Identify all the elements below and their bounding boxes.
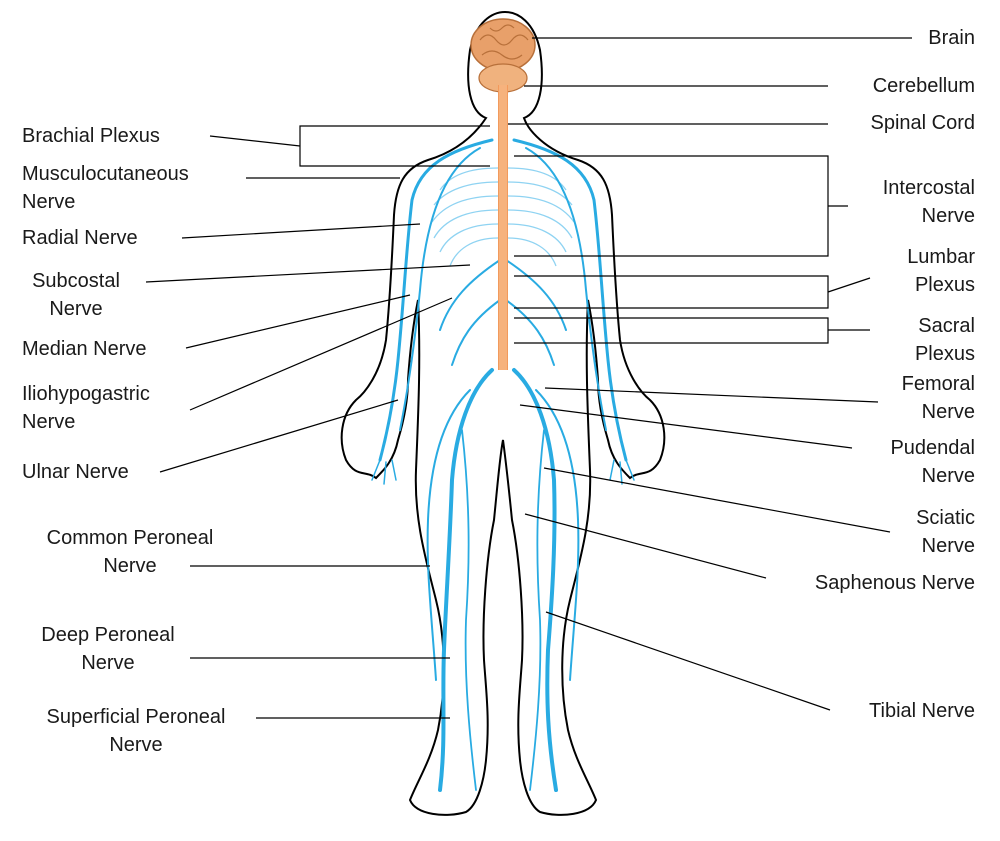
leader-brachial bbox=[209, 135, 301, 147]
label-radial-nerve: Radial Nerve bbox=[22, 227, 138, 249]
label-subcostal-nerve: Subcostal Nerve bbox=[32, 270, 120, 320]
label-spinal-cord: Spinal Cord bbox=[870, 112, 975, 134]
leader-saphenous bbox=[524, 513, 767, 579]
label-lumbar-plexus: Lumbar Plexus bbox=[907, 246, 975, 296]
leader-iliohypogastric bbox=[189, 297, 453, 411]
spinal-cord-core bbox=[499, 85, 507, 370]
label-pudendal-nerve: Pudendal Nerve bbox=[890, 437, 975, 487]
leader-radial bbox=[181, 223, 421, 239]
label-brachial-plexus: Brachial Plexus bbox=[22, 125, 160, 147]
label-saphenous-nerve: Saphenous Nerve bbox=[814, 572, 975, 594]
leader-median bbox=[185, 294, 411, 349]
leader-tibial bbox=[545, 611, 831, 711]
label-common-peroneal-nerve: Common Peroneal Nerve bbox=[46, 527, 214, 577]
label-sciatic-nerve: Sciatic Nerve bbox=[916, 507, 975, 557]
leader-lumbar bbox=[827, 277, 871, 293]
label-musculocutaneous-nerve: Musculocutaneous Nerve bbox=[22, 163, 189, 213]
brain-folds bbox=[479, 24, 529, 60]
leader-subcostal bbox=[145, 264, 471, 283]
label-ulnar-nerve: Ulnar Nerve bbox=[22, 461, 129, 483]
label-tibial-nerve: Tibial Nerve bbox=[869, 700, 975, 722]
leader-pudendal bbox=[519, 404, 853, 449]
leader-lines bbox=[145, 37, 912, 719]
label-median-nerve: Median Nerve bbox=[22, 338, 147, 360]
label-cerebellum: Cerebellum bbox=[872, 75, 975, 97]
body-outline bbox=[340, 10, 666, 816]
leader-sciatic bbox=[543, 467, 891, 533]
leader-ulnar bbox=[159, 399, 399, 473]
label-iliohypogastric-nerve: Iliohypogastric Nerve bbox=[22, 383, 150, 433]
label-intercostal-nerve: Intercostal Nerve bbox=[882, 177, 975, 227]
label-femoral-nerve: Femoral Nerve bbox=[901, 373, 975, 423]
label-deep-peroneal-nerve: Deep Peroneal Nerve bbox=[41, 624, 175, 674]
leader-femoral bbox=[544, 387, 879, 403]
label-superficial-peroneal-nerve: Superficial Peroneal Nerve bbox=[46, 706, 226, 756]
label-sacral-plexus: Sacral Plexus bbox=[914, 315, 975, 365]
label-brain: Brain bbox=[928, 27, 975, 49]
